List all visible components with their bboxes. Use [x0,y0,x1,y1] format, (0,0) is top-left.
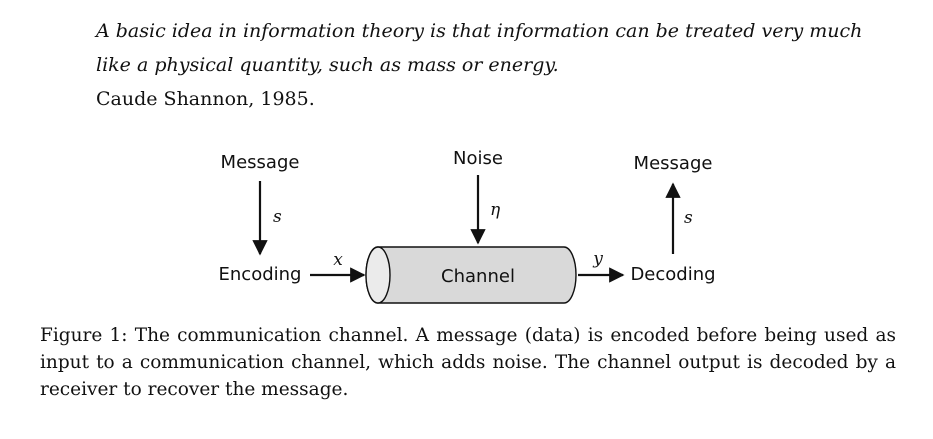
source-symbol-s: s [273,207,282,227]
quote-attribution: Caude Shannon, 1985. [96,88,315,110]
quote-line-2: like a physical quantity, such as mass o… [96,54,559,76]
decoding-label: Decoding [630,264,715,285]
source-message-label: Message [221,152,300,173]
destination-symbol-s: s [684,208,693,228]
channel-cylinder [365,246,577,304]
channel-output-symbol-y: y [592,249,603,269]
epigraph-quote: A basic idea in information theory is th… [96,14,896,116]
channel-input-symbol-x: x [333,250,343,270]
channel-label: Channel [441,266,515,287]
destination-message-label: Message [634,153,713,174]
encoding-label: Encoding [219,264,302,285]
figure-caption: Figure 1: The communication channel. A m… [40,325,896,400]
quote-line-1: A basic idea in information theory is th… [96,20,863,42]
noise-symbol-eta: η [490,200,501,220]
noise-label: Noise [453,148,503,169]
